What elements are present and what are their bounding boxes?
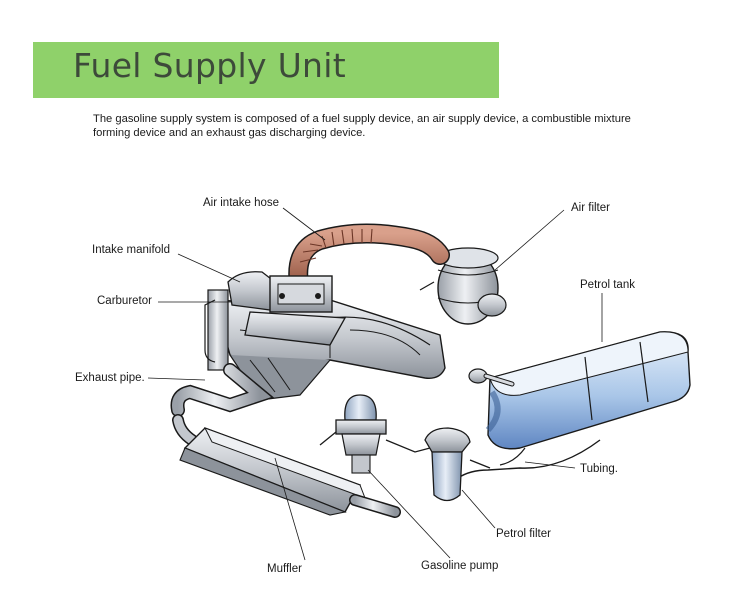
exhaust-pipe-shape [170,363,275,446]
air-intake-hose-shape [288,223,450,300]
title-banner: Fuel Supply Unit [33,42,499,98]
label-tubing: Tubing. [580,463,618,475]
label-carburetor: Carburetor [97,295,152,307]
label-gasoline-pump: Gasoline pump [421,560,499,572]
label-petrol-filter: Petrol filter [496,528,551,540]
gasoline-pump-shape [319,394,431,474]
label-air-intake-hose: Air intake hose [203,197,280,209]
page-title: Fuel Supply Unit [73,46,346,85]
petrol-tank-shape [468,331,691,450]
label-petrol-tank: Petrol tank [580,279,635,291]
label-air-filter: Air filter [571,202,610,214]
leader-lines [147,207,603,561]
muffler-shape [179,427,401,518]
description-text: The gasoline supply system is composed o… [93,113,631,139]
tubing-line [457,439,601,479]
petrol-filter-shape [424,427,491,502]
air-filter-shape [419,247,507,325]
carburetor-shape [227,271,347,346]
label-intake-manifold: Intake manifold [92,244,170,256]
label-muffler: Muffler [267,563,302,575]
label-exhaust-pipe: Exhaust pipe. [75,372,145,384]
